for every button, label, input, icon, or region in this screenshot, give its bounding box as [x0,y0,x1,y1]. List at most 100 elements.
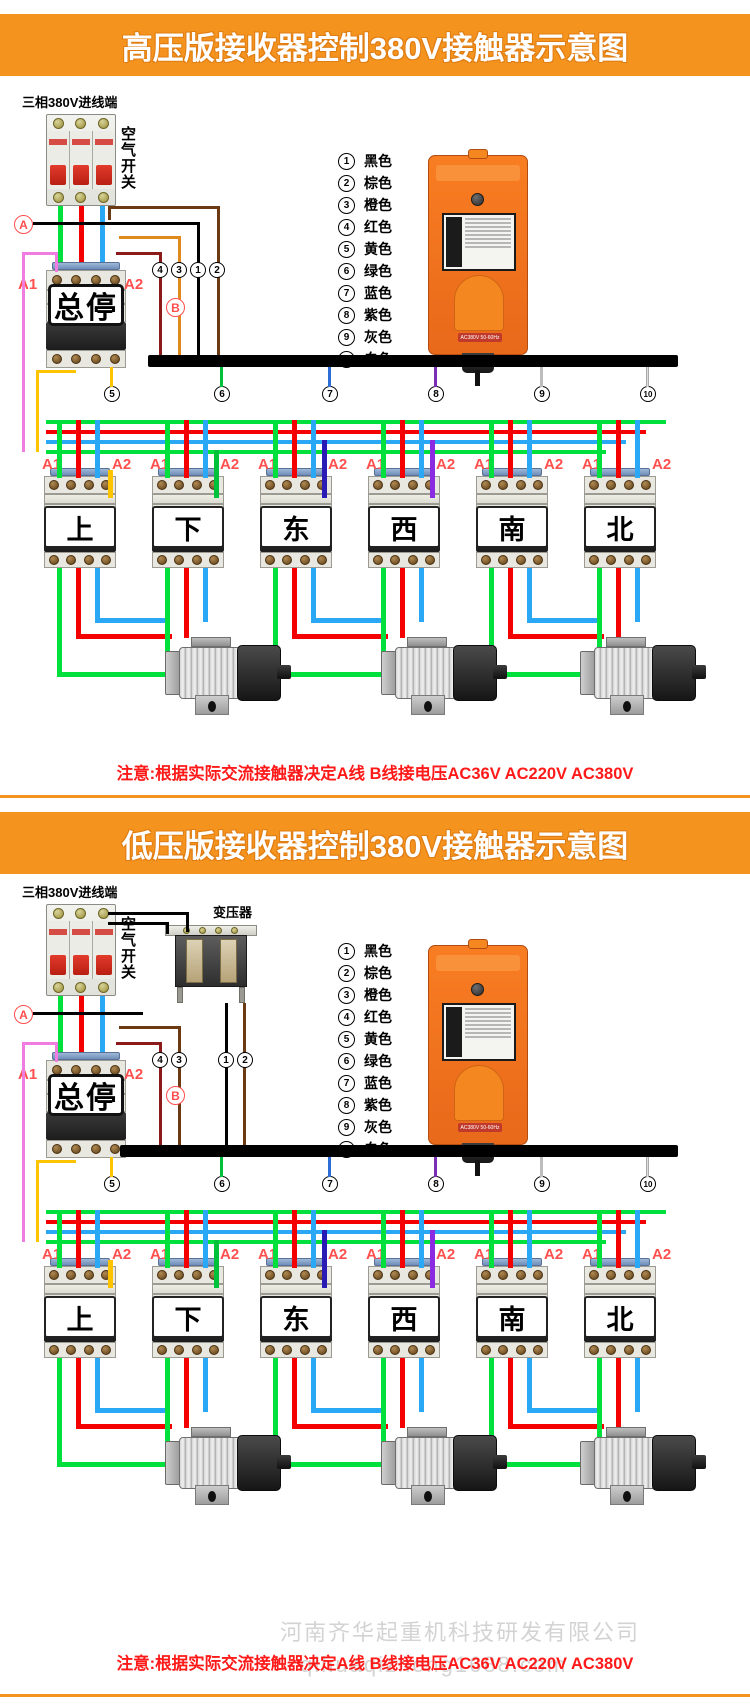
bus-node-9-2: 9 [534,1176,550,1192]
legend-label: 灰色 [364,1119,392,1135]
watermark-company: 河南齐华起重机科技研发有限公司 [280,1620,641,1645]
drop-wire-8-1 [434,367,437,387]
a1-label-c1-2: A1 [42,1246,62,1263]
wire-blue-phase-1 [100,206,105,268]
legend-label: 红色 [364,219,392,235]
legend-item: 8 紫色 [338,304,392,326]
wire-pink-1 [22,252,25,452]
contactor-main-stop-2 [46,1052,126,1162]
contactor-label-east-2: 东 [260,1296,332,1338]
legend-label: 黄色 [364,1031,392,1047]
tap-node-3: 3 [171,262,187,278]
a1-label-c4-2: A1 [366,1246,386,1263]
terminal-row-bottom [46,350,126,368]
banner-section-2: 低压版接收器控制380V接触器示意图 [0,812,750,874]
wire-a-line-1 [33,222,168,225]
terminal-a2-main-2: A2 [124,1066,144,1083]
wire-xfmr-in-3 [108,922,168,925]
legend-number: 8 [338,1096,355,1114]
contactor-label-up-1: 上 [44,506,116,548]
legend-item: 9 灰色 [338,326,392,348]
legend-label: 黄色 [364,241,392,257]
terminal-a2-main-1: A2 [124,276,144,293]
transformer-label-2: 变压器 [213,905,253,920]
legend-number: 4 [338,1008,355,1026]
terminal-screw [75,191,87,203]
tap-node-2: 2 [209,262,225,278]
breaker-pole [70,131,93,189]
wire-orange-tap-1 [119,236,181,239]
bus-node-10-2: 10 [640,1176,656,1192]
radio-receiver-1: AC380V 50-60Hz [428,149,528,355]
receiver-top-strip [436,165,520,181]
banner-section-1: 高压版接收器控制380V接触器示意图 [0,14,750,76]
coil-top [52,262,120,270]
a2-label-c6-2: A2 [652,1246,672,1263]
legend-item: 4 红色 [338,216,392,238]
a1-label-c3-2: A1 [258,1246,278,1263]
wire-red-phase-1 [79,206,84,268]
a1-label-c6-1: A1 [582,456,602,473]
wire-darkred-2 [116,1042,162,1045]
receiver-voltage-label: AC380V 50-60Hz [458,333,502,342]
harness-blue-1 [46,440,626,444]
legend-number: 1 [338,152,355,170]
drop-wire-7-1 [328,367,331,387]
plate-lines [465,218,511,266]
terminal-screw [98,191,110,203]
a2-label-c2-1: A2 [220,456,240,473]
legend-label: 灰色 [364,329,392,345]
wire-brown-1 [108,206,111,220]
legend-number: 3 [338,986,355,1004]
receiver-voltage-label-2: AC380V 50-60Hz [458,1123,502,1132]
harness-green-1 [46,420,666,424]
wire-black-down-1 [197,222,200,367]
legend-item: 1 黑色 [338,150,392,172]
bus-node-6-2: 6 [214,1176,230,1192]
contactor-label-south-2: 南 [476,1296,548,1338]
legend-item: 5 黄色 [338,1028,392,1050]
wire-darkred-down-1 [159,252,162,367]
tap-node-2-2: 2 [237,1052,253,1068]
contactor-label-north-1: 北 [584,506,656,548]
supply-label-1: 三相380V进线端 [22,95,118,110]
wire-yellow-top-1 [36,370,76,373]
mark-b-1: B [166,298,185,317]
a2-label-c4-1: A2 [436,456,456,473]
air-breaker-2 [46,904,116,996]
breaker-label-1: 空气开关 [119,126,136,190]
wire-xfmr-in-4 [166,922,169,934]
wire-brown-top-1 [108,206,220,209]
receiver-cable-1 [475,370,480,386]
a2-label-c3-1: A2 [328,456,348,473]
wire-xfmr-in-2 [186,912,189,932]
master-stop-box-2: 总停 [48,1074,124,1116]
wire-color-legend-2: 1 黑色 2 棕色 3 橙色 4 红色 5 黄色 6 绿色 7 蓝色 8 紫色 [338,940,392,1160]
legend-number: 4 [338,218,355,236]
contactor-label-north-2: 北 [584,1296,656,1338]
mark-a-2: A [14,1005,33,1024]
legend-item: 3 橙色 [338,984,392,1006]
a2-label-c2-2: A2 [220,1246,240,1263]
contactor-label-up-2: 上 [44,1296,116,1338]
legend-label: 棕色 [364,175,392,191]
radio-receiver-2: AC380V 50-60Hz [428,939,528,1145]
wire-yellow-1 [36,372,39,452]
terminal-screw [75,117,87,129]
breaker-body-1 [47,131,115,189]
a2-label-c3-2: A2 [328,1246,348,1263]
legend-label: 黑色 [364,153,392,169]
drop-wire-9-1 [540,367,543,387]
receiver-led [471,193,484,206]
bottom-rule [0,1694,750,1697]
legend-number: 1 [338,942,355,960]
section-divider [0,795,750,798]
a2-label-c5-1: A2 [544,456,564,473]
breaker-pole [47,131,70,189]
wire-brown-down-1 [217,206,220,366]
receiver-mount-ear [468,149,488,159]
legend-item: 9 灰色 [338,1116,392,1138]
a1-label-c3-1: A1 [258,456,278,473]
a1-label-c2-2: A1 [150,1246,170,1263]
